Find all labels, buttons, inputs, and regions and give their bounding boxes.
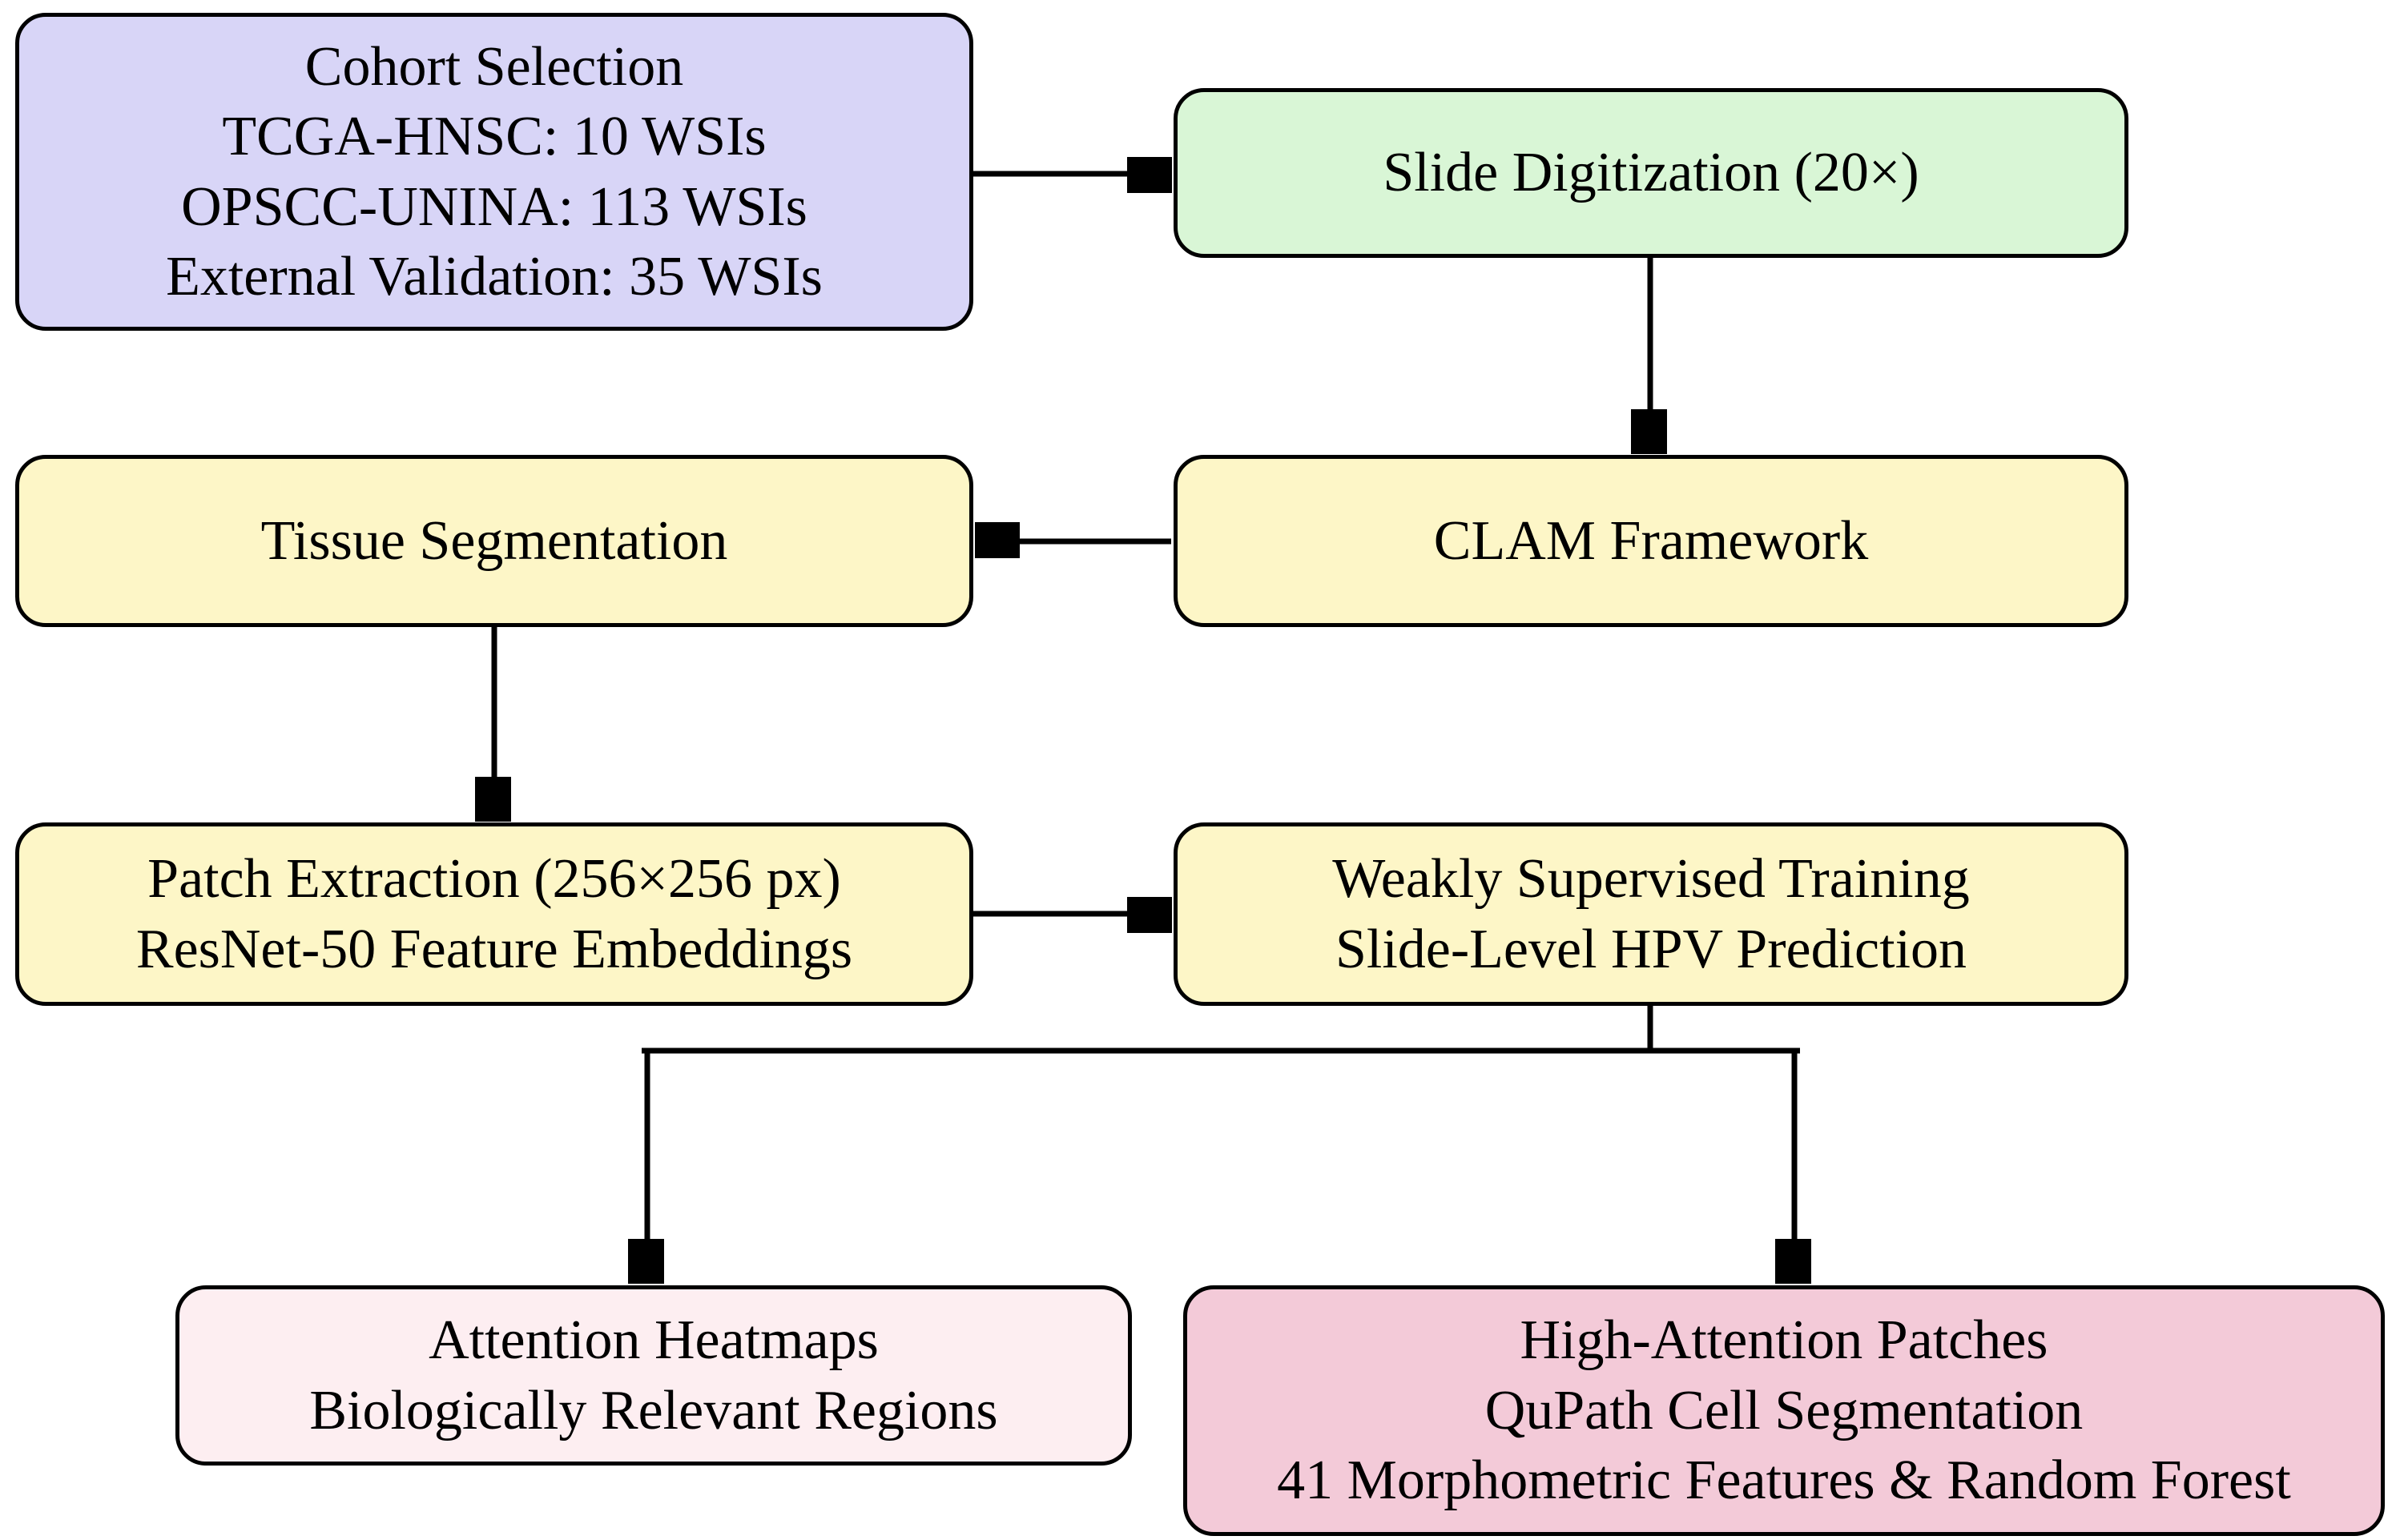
node-line: QuPath Cell Segmentation: [1484, 1379, 2084, 1441]
node-cohort-selection: Cohort Selection TCGA-HNSC: 10 WSIs OPSC…: [15, 13, 973, 331]
node-line: Weakly Supervised Training: [1332, 848, 1970, 910]
node-line: Slide-Level HPV Prediction: [1335, 918, 1967, 980]
node-line: TCGA-HNSC: 10 WSIs: [222, 106, 767, 167]
node-slide-digitization: Slide Digitization (20×): [1174, 88, 2128, 258]
node-weakly-supervised-training: Weakly Supervised Training Slide-Level H…: [1174, 822, 2128, 1006]
node-line: Slide Digitization (20×): [1383, 142, 1919, 204]
node-line: Tissue Segmentation: [260, 509, 728, 572]
node-line: CLAM Framework: [1433, 509, 1869, 572]
node-line: Cohort Selection: [304, 35, 684, 98]
node-high-attention-patches: High-Attention Patches QuPath Cell Segme…: [1183, 1285, 2385, 1536]
node-line: 41 Morphometric Features & Random Forest: [1277, 1450, 2291, 1512]
node-line: Attention Heatmaps: [429, 1309, 879, 1371]
node-line: ResNet-50 Feature Embeddings: [135, 918, 853, 980]
node-line: Patch Extraction (256×256 px): [147, 848, 841, 910]
branch-weakly-outputs: [645, 1006, 1798, 1278]
node-tissue-segmentation: Tissue Segmentation: [15, 455, 973, 627]
node-attention-heatmaps: Attention Heatmaps Biologically Relevant…: [175, 1285, 1132, 1466]
node-clam-framework: CLAM Framework: [1174, 455, 2128, 627]
node-line: OPSCC-UNINA: 113 WSIs: [181, 175, 807, 238]
node-line: High-Attention Patches: [1520, 1309, 2048, 1372]
node-line: Biologically Relevant Regions: [309, 1379, 998, 1441]
node-line: External Validation: 35 WSIs: [166, 246, 823, 308]
node-patch-extraction: Patch Extraction (256×256 px) ResNet-50 …: [15, 822, 973, 1006]
